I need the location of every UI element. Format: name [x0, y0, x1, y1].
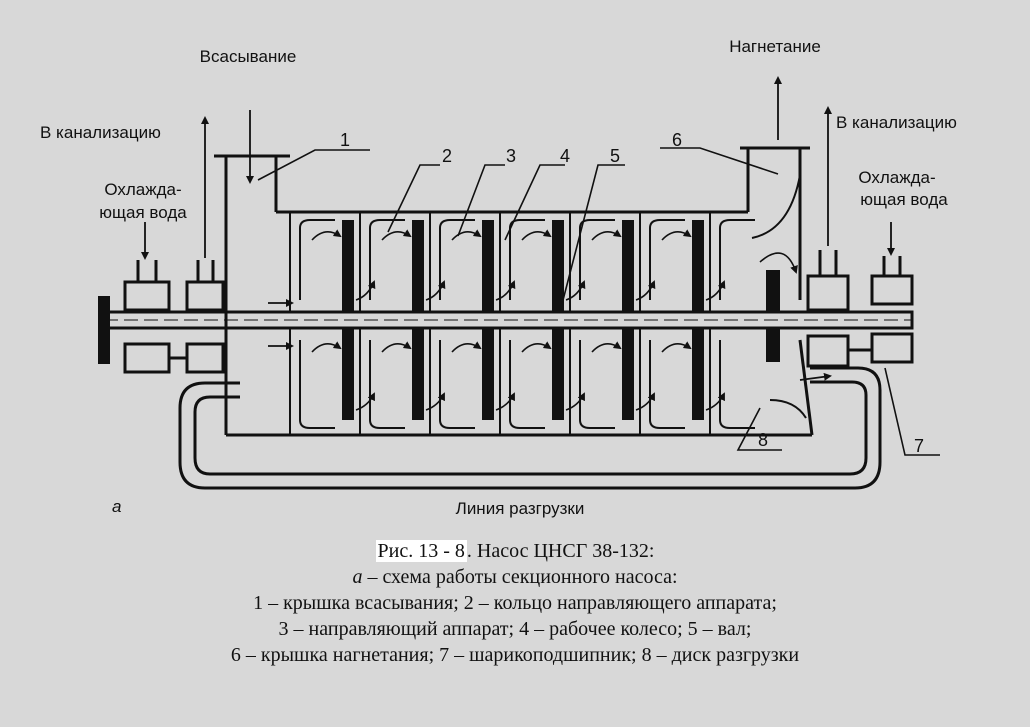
guide-vane-bottom	[579, 340, 615, 429]
stage-flow-arrow	[661, 341, 692, 353]
discharge-label: Нагнетание	[729, 37, 821, 56]
pump-stages	[289, 212, 807, 435]
guide-vane-top	[369, 219, 405, 300]
impeller-bottom	[552, 328, 564, 420]
stage-flow-arrow	[635, 392, 655, 411]
stage-flow-arrow	[451, 229, 482, 241]
cooling-right-label-1: Охлажда-	[858, 168, 935, 187]
guide-vane-bottom	[369, 340, 405, 429]
flow-arrows	[141, 76, 895, 381]
stage-flow-arrow	[495, 280, 516, 301]
callout-1: 1	[340, 130, 350, 150]
stage-flow-arrow	[451, 341, 482, 353]
unload-disc-top	[766, 270, 780, 312]
impeller-top	[622, 220, 634, 312]
caption-subtitle: – схема работы секционного насоса:	[362, 566, 678, 588]
stage-flow-arrow	[565, 280, 586, 301]
guide-vane-bottom	[439, 340, 475, 429]
stage-flow-arrow	[635, 280, 656, 301]
guide-vane-bottom	[649, 340, 685, 429]
guide-vane-bottom	[719, 340, 755, 429]
caption-subtitle-line: а – схема работы секционного насоса:	[0, 564, 1030, 590]
caption-legend-line-3: 6 – крышка нагнетания; 7 – шарикоподшипн…	[230, 644, 800, 666]
impeller-bottom	[342, 328, 354, 420]
stage-flow-arrow	[355, 392, 375, 411]
impeller-bottom	[482, 328, 494, 420]
stage-flow-arrow	[705, 392, 725, 411]
cooling-right-label-2: ющая вода	[860, 190, 948, 209]
cooling-left-label-2: ющая вода	[99, 203, 187, 222]
stage-flow-arrow	[311, 341, 342, 353]
seal-chambers	[123, 250, 914, 374]
impeller-top	[412, 220, 424, 312]
stage-flow-arrow	[521, 229, 552, 241]
caption-figure-number: Рис. 13 - 8	[375, 540, 467, 562]
callout-3: 3	[506, 146, 516, 166]
caption-sub-letter: а	[352, 566, 363, 588]
callout-7: 7	[914, 436, 924, 456]
unload-line-pipe	[178, 366, 882, 490]
stage-flow-arrow	[425, 280, 446, 301]
callout-4: 4	[560, 146, 570, 166]
unload-line-pipe-inner	[193, 380, 868, 476]
callout-2: 2	[442, 146, 452, 166]
stage-flow-arrow	[591, 229, 622, 241]
impeller-bottom	[622, 328, 634, 420]
stage-flow-arrow	[661, 229, 692, 241]
guide-vane-top	[649, 219, 685, 300]
stage-flow-arrow	[495, 392, 515, 411]
stage-flow-arrow	[355, 280, 376, 301]
suction-cover	[214, 154, 812, 437]
impeller-top	[342, 220, 354, 312]
unload-chamber-curve	[769, 399, 807, 419]
guide-vane-top	[439, 219, 475, 300]
caption-title: . Насос ЦНСГ 38-132:	[466, 540, 655, 562]
cooling-left-label-1: Охлажда-	[104, 180, 181, 199]
stage-flow-arrow	[565, 392, 585, 411]
callout-8: 8	[758, 430, 768, 450]
stage-flow-arrow	[521, 341, 552, 353]
stage-flow-arrow	[705, 280, 726, 301]
sewer-right-label: В канализацию	[836, 113, 957, 132]
stage-flow-arrow	[311, 229, 342, 241]
callout-6: 6	[672, 130, 682, 150]
caption-legend-line-1: 1 – крышка всасывания; 2 – кольцо направ…	[253, 592, 777, 614]
stage-flow-arrow	[425, 392, 445, 411]
guide-vane-bottom	[509, 340, 545, 429]
stage-flow-arrow	[591, 341, 622, 353]
impeller-bottom	[692, 328, 704, 420]
stage-flow-arrow	[381, 229, 412, 241]
callout-5: 5	[610, 146, 620, 166]
impeller-bottom	[412, 328, 424, 420]
impeller-top	[482, 220, 494, 312]
impeller-top	[552, 220, 564, 312]
shaft	[98, 296, 914, 364]
guide-vane-top	[719, 219, 755, 300]
discharge-cover	[740, 146, 814, 436]
unload-disc-bottom	[766, 328, 780, 362]
figure-caption: Рис. 13 - 8. Насос ЦНСГ 38-132: а – схем…	[0, 538, 1030, 668]
unload-line-label: Линия разгрузки	[456, 499, 585, 518]
view-letter: а	[112, 497, 121, 516]
pump-diagram: Всасывание Нагнетание В канализацию В ка…	[40, 37, 957, 518]
guide-vane-top	[299, 219, 335, 300]
sewer-left-label: В канализацию	[40, 123, 161, 142]
caption-legend-line-2: 3 – направляющий аппарат; 4 – рабочее ко…	[278, 618, 752, 640]
guide-vane-bottom	[299, 340, 335, 429]
stage-flow-arrow	[759, 252, 798, 274]
leader-lines	[257, 147, 940, 456]
impeller-top	[692, 220, 704, 312]
suction-label: Всасывание	[200, 47, 297, 66]
stage-flow-arrow	[381, 341, 412, 353]
caption-title-line: Рис. 13 - 8. Насос ЦНСГ 38-132:	[0, 538, 1030, 564]
